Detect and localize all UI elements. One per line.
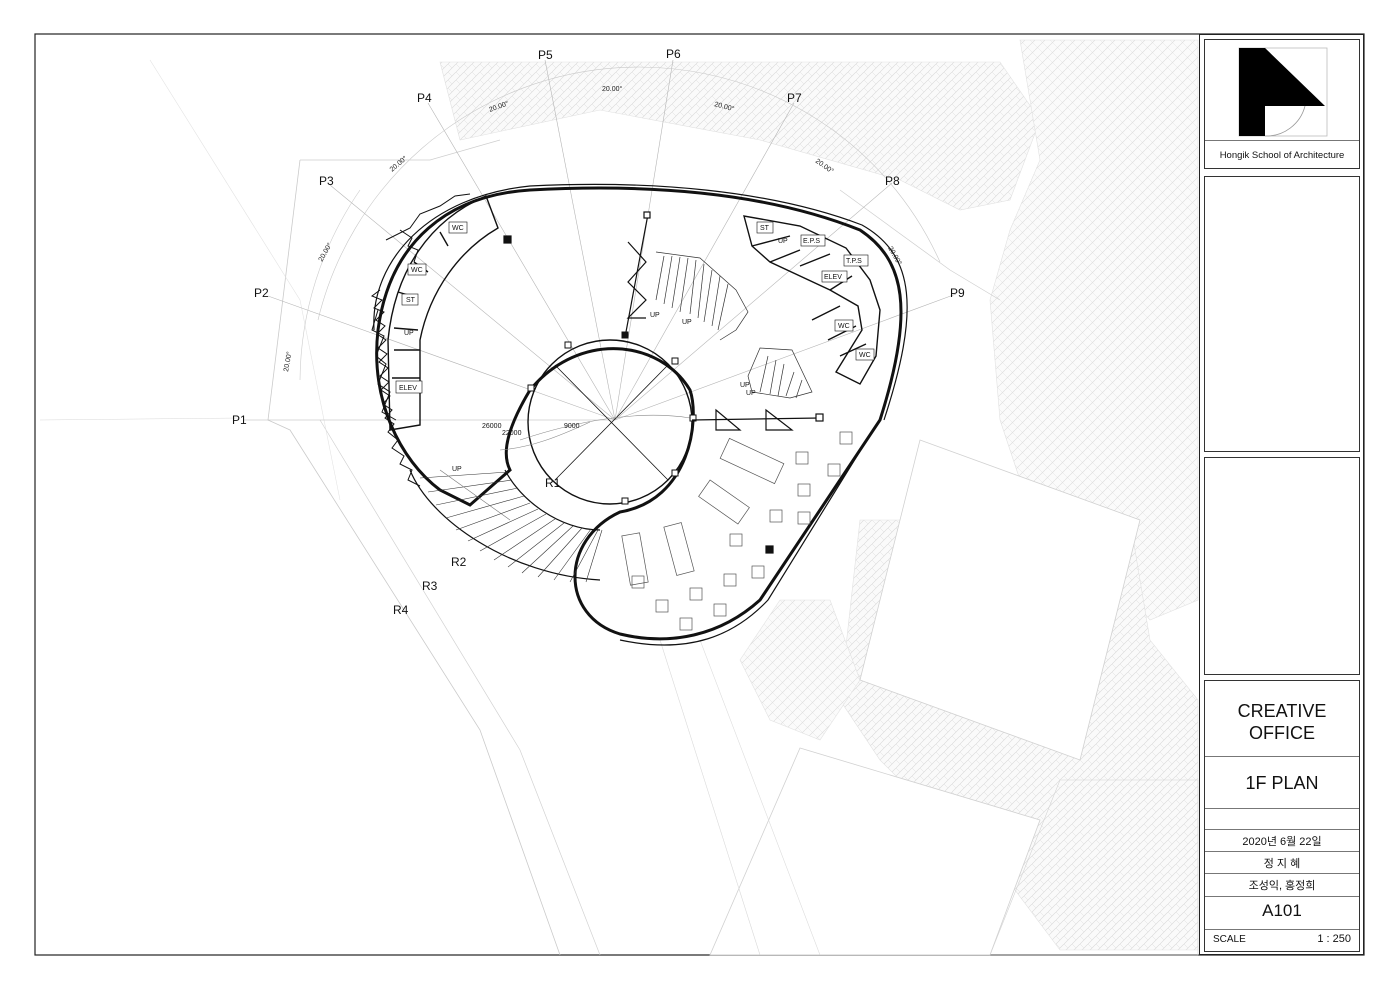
- dimension-26000: 26000: [482, 423, 502, 430]
- drawing-title: 1F PLAN: [1245, 773, 1319, 793]
- up-label: UP: [452, 466, 462, 473]
- structural-members: [503, 211, 824, 554]
- room-tag-elev: ELEV: [824, 274, 842, 281]
- room-tag-eps: E.P.S: [803, 238, 820, 245]
- blank-panel-2: [1204, 457, 1360, 675]
- room-tag-wc: WC: [411, 267, 423, 274]
- school-logo-icon: [1238, 47, 1328, 137]
- project-title-line1: CREATIVE: [1237, 701, 1327, 721]
- drawing-advisors: 조성익, 홍정희: [1248, 880, 1316, 892]
- sheet-number: A101: [1262, 901, 1302, 920]
- up-label: UP: [740, 382, 750, 389]
- site-context: [39, 39, 1199, 956]
- grid-label-p4: P4: [417, 91, 432, 105]
- sheet-border: [34, 33, 1365, 956]
- office-furniture: [621, 431, 853, 631]
- scale-value: 1 : 250: [1317, 933, 1351, 945]
- east-service-core: [743, 215, 881, 385]
- grid-label-p5: P5: [538, 48, 553, 62]
- building-outline: [373, 183, 908, 646]
- angle-label: 20.00°: [886, 245, 903, 267]
- up-label: UP: [650, 312, 660, 319]
- spiral-stair: [409, 469, 603, 583]
- west-service-core: [371, 193, 499, 431]
- ring-label-r4: R4: [393, 603, 409, 617]
- room-tag-wc: WC: [859, 352, 871, 359]
- project-title-line2: OFFICE: [1249, 723, 1315, 743]
- room-tags: WC WC ST ELEV UP UP ST UP E.P.S ELEV T.P…: [395, 221, 875, 473]
- grid-label-p6: P6: [666, 47, 681, 61]
- room-tag-st: ST: [406, 297, 416, 304]
- logo-panel: Hongik School of Architecture: [1204, 39, 1360, 169]
- ring-label-r3: R3: [422, 579, 438, 593]
- grid-label-p7: P7: [787, 91, 802, 105]
- radial-grid-lines: [243, 59, 957, 421]
- scale-label: SCALE: [1213, 934, 1246, 945]
- ring-label-r1: R1: [545, 476, 561, 490]
- dimension-22000: 22000: [502, 430, 522, 437]
- angle-label: 20.00°: [317, 241, 334, 263]
- dimension-9000: 9000: [564, 423, 580, 430]
- central-atrium: [499, 331, 697, 505]
- grid-label-p8: P8: [885, 174, 900, 188]
- room-tag-wc: WC: [838, 323, 850, 330]
- up-label: UP: [746, 390, 756, 397]
- drawing-date: 2020년 6월 22일: [1242, 836, 1322, 848]
- grid-label-p9: P9: [950, 286, 965, 300]
- school-name: Hongik School of Architecture: [1219, 150, 1345, 161]
- drawing-author: 정 지 혜: [1263, 858, 1301, 870]
- blank-panel-1: [1204, 176, 1360, 452]
- up-label: UP: [778, 238, 788, 245]
- room-tag-st: ST: [760, 225, 770, 232]
- grid-label-p3: P3: [319, 174, 334, 188]
- grid-labels: P1 P2 P3 P4 P5 P6 P7 P8 P9 R1 R2 R3 R4: [232, 47, 965, 617]
- room-tag-elev: ELEV: [399, 385, 417, 392]
- room-tag-tps: T.P.S: [846, 258, 862, 265]
- info-panel: CREATIVE OFFICE 1F PLAN 2020년 6월 22일 정 지…: [1204, 680, 1360, 952]
- stepped-seating: [655, 251, 813, 399]
- up-label: UP: [682, 319, 692, 326]
- grid-label-p1: P1: [232, 413, 247, 427]
- room-tag-wc: WC: [452, 225, 464, 232]
- up-label: UP: [404, 330, 414, 337]
- angle-label: 20.00°: [282, 351, 293, 373]
- west-facade-fins: [370, 229, 421, 487]
- ring-label-r2: R2: [451, 555, 467, 569]
- angle-label: 20.00°: [602, 85, 623, 93]
- title-block: Hongik School of Architecture CREATIVE O…: [1199, 34, 1364, 955]
- grid-label-p2: P2: [254, 286, 269, 300]
